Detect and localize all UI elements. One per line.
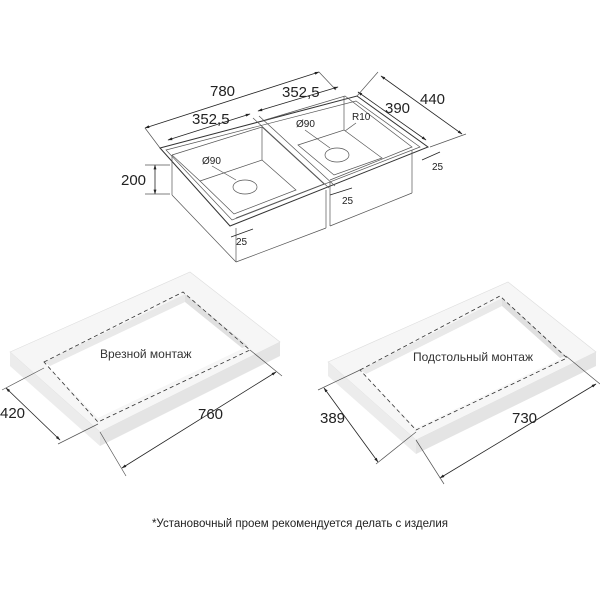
dim-bowl-depth: 390 [385,100,410,117]
cutout-outline [359,295,568,431]
dim-rim-right: 25 [432,162,444,173]
left-drain [232,179,258,195]
footnote: *Установочный проем рекомендуется делать… [152,518,448,530]
dim-right-bowl-width: 352,5 [282,84,320,101]
sink-drawing: 780 352,5 352,5 390 440 200 Ø90 Ø90 R10 … [121,71,467,263]
dim-rim-front: 25 [236,237,248,248]
dim-cutout-width: 730 [512,410,537,427]
left-bowl [171,126,327,263]
dim-cutout-depth: 420 [0,405,25,422]
dim-cutout-depth: 389 [320,410,345,427]
dim-left-bowl-width: 352,5 [192,111,230,128]
cutout-label: Врезной монтаж [100,347,192,361]
label-left-drain: Ø90 [202,156,221,167]
dim-overall-width: 780 [210,83,235,100]
dim-height: 200 [121,172,146,189]
label-corner-radius: R10 [352,112,371,123]
dim-cutout-width: 760 [198,406,223,423]
label-right-drain: Ø90 [296,119,315,130]
cutout-undermount: Подстольный монтаж 389 730 [317,281,600,485]
cutout-label: Подстольный монтаж [413,350,533,364]
dim-rim-middle: 25 [342,196,354,207]
dim-overall-depth: 440 [420,91,445,108]
right-drain [324,147,350,163]
cutout-flush-mount: Врезной монтаж 420 760 [0,271,283,477]
